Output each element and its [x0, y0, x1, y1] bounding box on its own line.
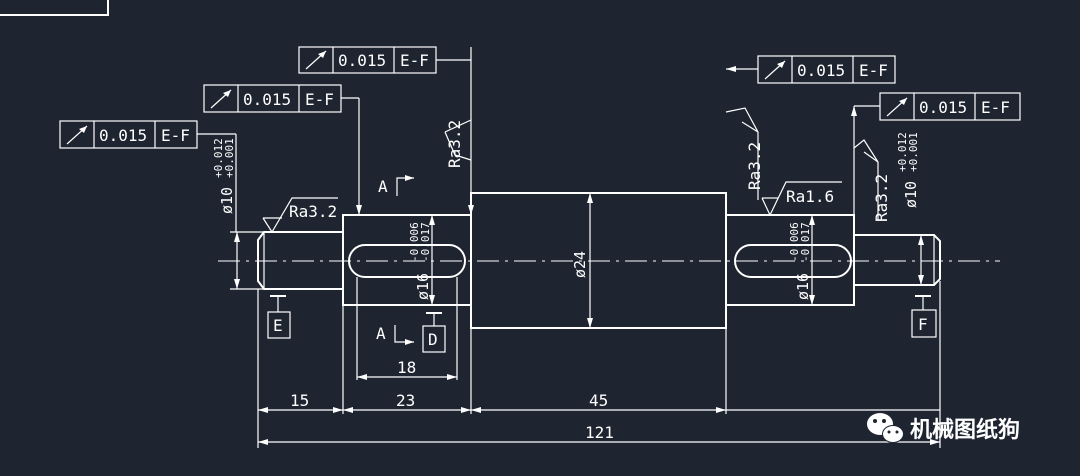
length-dimension-lines	[258, 376, 940, 443]
svg-text:E: E	[273, 316, 283, 335]
tolerance-frame-5: 0.015 E-F	[851, 92, 1021, 215]
datum-f: F	[911, 295, 937, 338]
tolerance-frame-2: 0.015 E-F	[203, 84, 362, 215]
svg-text:Ra1.6: Ra1.6	[786, 187, 834, 206]
extension-lines	[257, 277, 941, 448]
length-18: 18	[397, 358, 416, 377]
diameter-left-end: ø10 +0.012 +0.001	[212, 138, 236, 214]
roughness-right-end: Ra3.2	[853, 139, 891, 222]
svg-text:Ra3.2: Ra3.2	[445, 120, 464, 168]
length-23: 23	[396, 391, 415, 410]
svg-text:E-F: E-F	[161, 126, 190, 145]
svg-text:0.015: 0.015	[243, 90, 291, 109]
diameter-arrowheads	[234, 193, 924, 328]
svg-text:Ra3.2: Ra3.2	[289, 202, 337, 221]
diameter-left-key: ø16 -0.006 -0.017	[408, 222, 432, 300]
keyway-right	[734, 244, 852, 278]
watermark: 机械图纸狗	[867, 413, 1020, 443]
svg-text:0.015: 0.015	[919, 98, 967, 117]
length-arrowheads	[258, 374, 940, 445]
svg-text:-0.006: -0.006	[408, 222, 421, 262]
svg-text:E-F: E-F	[305, 90, 334, 109]
svg-text:ø16: ø16	[794, 273, 812, 300]
diameter-center: ø24	[571, 251, 589, 278]
length-15: 15	[290, 391, 309, 410]
title-block-corner	[0, 0, 109, 16]
diameter-right-end: ø10 +0.012 +0.001	[896, 132, 920, 208]
svg-text:D: D	[428, 330, 438, 349]
length-45: 45	[589, 391, 608, 410]
svg-text:E-F: E-F	[859, 61, 888, 80]
svg-text:F: F	[918, 315, 928, 334]
svg-text:-0.017: -0.017	[419, 222, 432, 262]
section-mark-a-bottom: A	[376, 324, 414, 345]
length-121: 121	[585, 423, 614, 442]
svg-text:E-F: E-F	[981, 98, 1010, 117]
svg-text:+0.012: +0.012	[896, 132, 909, 172]
roughness-center-right: Ra3.2	[725, 107, 764, 200]
tolerance-frame-4: 0.015 E-F	[726, 55, 896, 84]
svg-text:A: A	[378, 177, 388, 196]
svg-text:+0.001: +0.001	[223, 138, 236, 178]
svg-text:Ra3.2: Ra3.2	[872, 174, 891, 222]
svg-text:ø10: ø10	[218, 187, 236, 214]
svg-text:0.015: 0.015	[338, 51, 386, 70]
svg-text:ø16: ø16	[414, 273, 432, 300]
svg-text:机械图纸狗: 机械图纸狗	[910, 417, 1020, 443]
svg-text:ø10: ø10	[902, 181, 920, 208]
svg-text:+0.012: +0.012	[212, 138, 225, 178]
roughness-left-end: Ra3.2	[262, 197, 338, 234]
svg-text:ø24: ø24	[571, 251, 589, 278]
datum-e: E	[267, 295, 291, 339]
svg-text:-0.017: -0.017	[799, 222, 812, 262]
tolerance-frame-1: 0.015 E-F	[298, 46, 474, 215]
keyway-left	[348, 244, 466, 278]
svg-text:-0.006: -0.006	[788, 222, 801, 262]
svg-text:Ra3.2: Ra3.2	[745, 142, 764, 190]
svg-text:A: A	[376, 324, 386, 343]
diameter-right-key: ø16 -0.006 -0.017	[788, 222, 812, 300]
roughness-right-key: Ra1.6	[761, 181, 842, 217]
svg-text:0.015: 0.015	[99, 126, 147, 145]
svg-text:+0.001: +0.001	[907, 132, 920, 172]
tolerance-frame-3: 0.015 E-F	[59, 120, 237, 232]
svg-text:0.015: 0.015	[797, 61, 845, 80]
roughness-center-left: Ra3.2	[444, 119, 472, 168]
datum-d: D	[422, 312, 446, 353]
wechat-icon	[867, 413, 904, 443]
section-mark-a-top: A	[378, 175, 414, 196]
svg-text:E-F: E-F	[400, 51, 429, 70]
